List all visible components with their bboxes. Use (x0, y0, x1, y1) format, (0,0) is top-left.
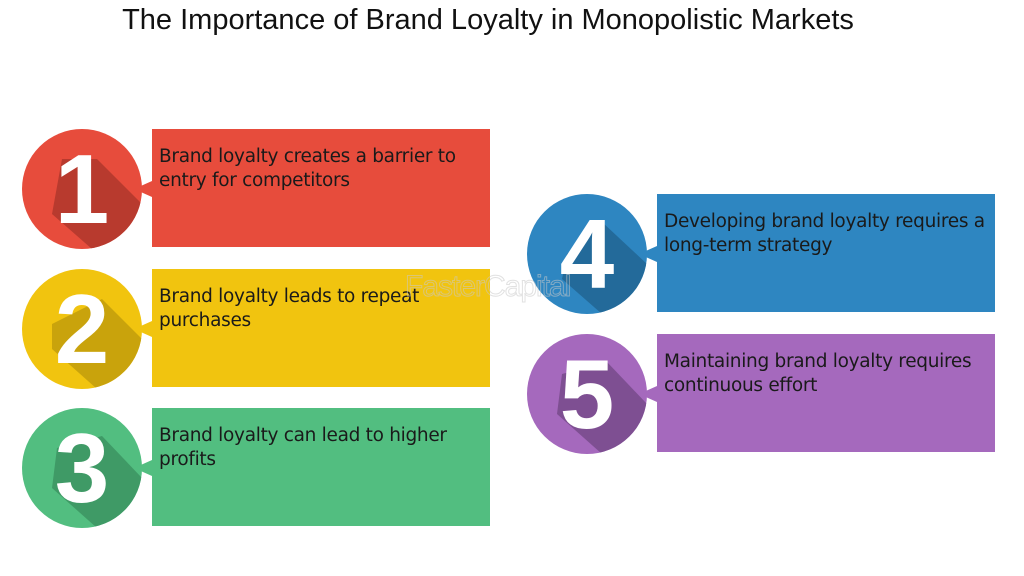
item-text: Brand loyalty creates a barrier to entry… (159, 146, 456, 191)
item-text: Brand loyalty can lead to higher profits (159, 425, 447, 470)
pointer-arrow (134, 460, 152, 476)
item-text: Brand loyalty leads to repeat purchases (159, 286, 420, 331)
list-item-1: 1 Brand loyalty creates a barrier to ent… (22, 129, 497, 249)
item-text: Maintaining brand loyalty requires conti… (664, 351, 972, 396)
number-badge-2: 2 (22, 269, 142, 389)
item-text: Developing brand loyalty requires a long… (664, 211, 985, 256)
long-shadow-icon (562, 222, 647, 314)
number-label: 2 (54, 274, 110, 384)
list-item-3: 3 Brand loyalty can lead to higher profi… (22, 408, 497, 528)
number-label: 3 (54, 413, 110, 523)
page-title: The Importance of Brand Loyalty in Monop… (122, 4, 854, 36)
text-box (657, 194, 995, 312)
list-item-4: 4 Developing brand loyalty requires a lo… (527, 194, 1002, 314)
pointer-arrow (639, 246, 657, 262)
long-shadow-icon (557, 362, 647, 454)
long-shadow-icon (52, 159, 142, 249)
number-badge-1: 1 (22, 129, 142, 249)
number-label: 4 (559, 199, 615, 309)
text-box (152, 408, 490, 526)
pointer-arrow (134, 321, 152, 337)
number-badge-5: 5 (527, 334, 647, 454)
long-shadow-icon (52, 436, 142, 528)
number-badge-3: 3 (22, 408, 142, 528)
text-box (657, 334, 995, 452)
text-box (152, 269, 490, 387)
list-item-5: 5 Maintaining brand loyalty requires con… (527, 334, 1002, 454)
number-label: 5 (559, 339, 615, 449)
pointer-arrow (639, 386, 657, 402)
number-label: 1 (54, 134, 110, 244)
watermark-text: FasterCapital (404, 270, 571, 304)
list-item-2: 2 Brand loyalty leads to repeat purchase… (22, 269, 497, 389)
text-box (152, 129, 490, 247)
long-shadow-icon (52, 299, 142, 389)
pointer-arrow (134, 181, 152, 197)
number-badge-4: 4 (527, 194, 647, 314)
